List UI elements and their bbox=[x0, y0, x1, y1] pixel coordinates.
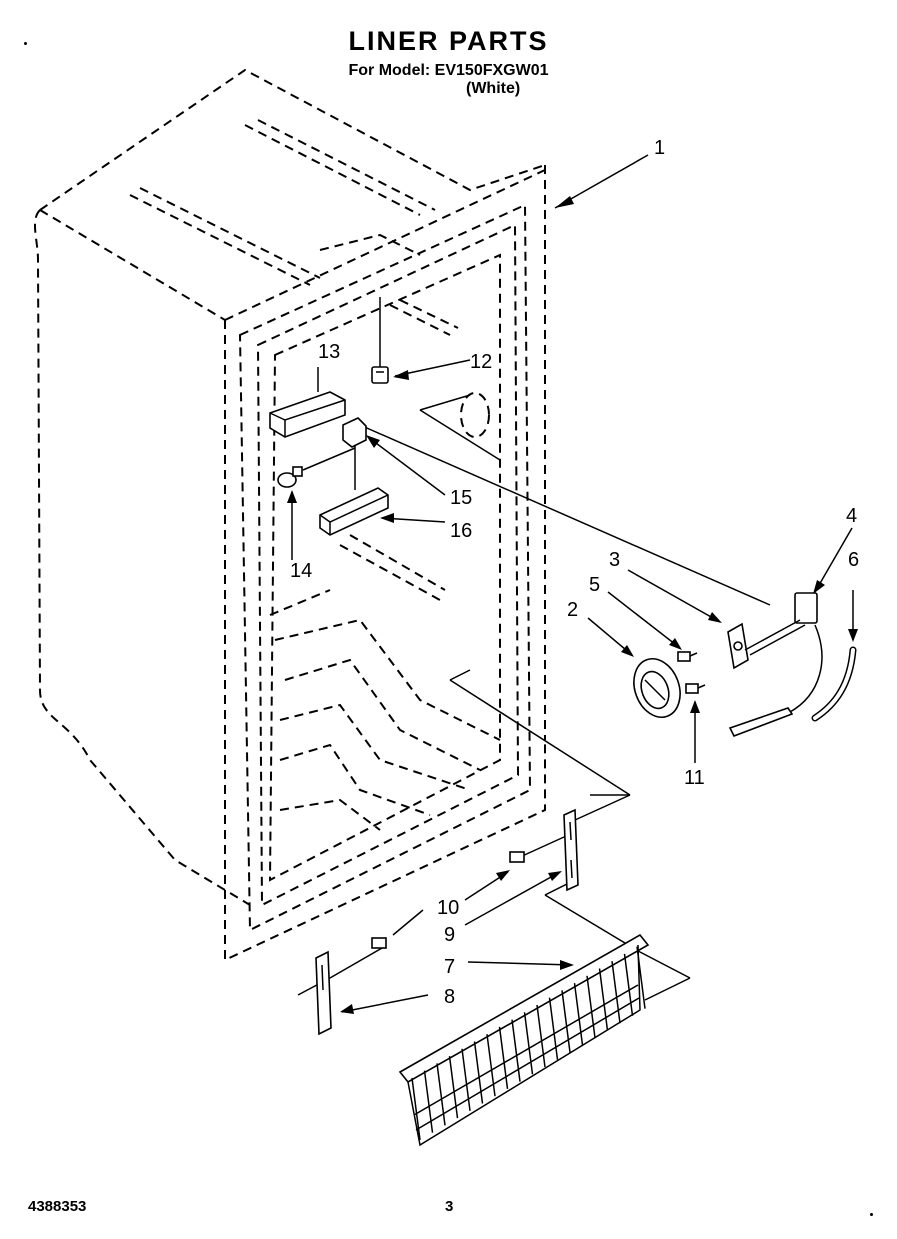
part-8-left-support bbox=[315, 950, 332, 1036]
callout-12: 12 bbox=[470, 351, 492, 373]
callout-10: 10 bbox=[437, 897, 459, 919]
part-7-basket bbox=[398, 933, 650, 1147]
part-11-screw bbox=[685, 683, 706, 694]
part-15-socket bbox=[342, 417, 367, 448]
page-title: LINER PARTS bbox=[348, 26, 549, 56]
callout-3: 3 bbox=[609, 549, 620, 571]
part-13-light-cover bbox=[269, 391, 346, 438]
part-12-clip bbox=[371, 366, 389, 384]
callout-4: 4 bbox=[846, 505, 857, 527]
callout-2: 2 bbox=[567, 599, 578, 621]
callout-7: 7 bbox=[444, 956, 455, 978]
part-10-screw-lower bbox=[371, 937, 387, 949]
part-16-bracket bbox=[319, 487, 389, 536]
document-number: 4388353 bbox=[28, 1198, 87, 1215]
part-2-control-knob bbox=[633, 658, 681, 718]
part-10-screw-upper bbox=[509, 851, 525, 863]
part-4-thermostat bbox=[728, 592, 823, 738]
callout-11: 11 bbox=[684, 767, 705, 789]
color-variant: (White) bbox=[466, 80, 521, 97]
callout-14: 14 bbox=[290, 560, 312, 582]
callout-15: 15 bbox=[450, 487, 472, 509]
leader-lines bbox=[287, 154, 858, 1014]
callout-1: 1 bbox=[654, 137, 665, 159]
part-14-bulb bbox=[277, 466, 303, 488]
model-line: For Model: EV150FXGW01 bbox=[348, 62, 549, 79]
scan-speck bbox=[24, 42, 27, 45]
callout-16: 16 bbox=[450, 520, 472, 542]
part-5-screw bbox=[677, 651, 698, 662]
page-number: 3 bbox=[445, 1198, 454, 1215]
callout-labels: 1 2 3 4 5 6 7 8 9 10 11 12 13 14 15 16 bbox=[290, 137, 859, 1008]
callout-6: 6 bbox=[848, 549, 859, 571]
scan-speck bbox=[870, 1213, 873, 1216]
cabinet-shell bbox=[33, 68, 546, 962]
callout-9: 9 bbox=[444, 924, 455, 946]
callout-5: 5 bbox=[589, 574, 600, 596]
part-6-tube bbox=[811, 646, 857, 722]
part-3-thermostat-bracket bbox=[727, 622, 749, 670]
callout-13: 13 bbox=[318, 341, 340, 363]
part-9-right-support bbox=[563, 808, 579, 892]
callout-8: 8 bbox=[444, 986, 455, 1008]
